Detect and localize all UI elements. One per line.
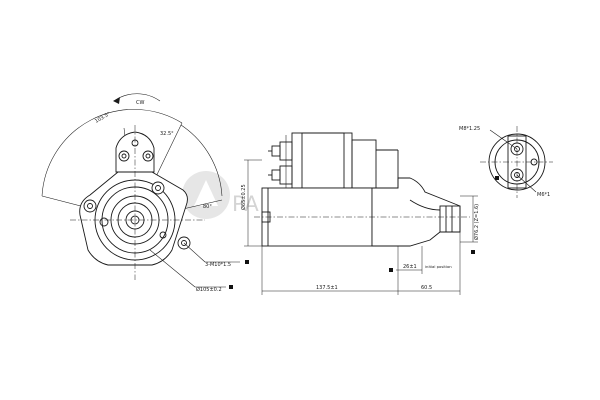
- pinion-offset-note: initial position: [425, 264, 452, 269]
- drive-housing: [371, 177, 461, 247]
- pinion-gear: [439, 205, 461, 233]
- inspect-marker: [471, 250, 475, 254]
- bolt-hole: [83, 199, 97, 213]
- inspect-marker: [495, 176, 499, 180]
- solenoid-body: [291, 132, 353, 189]
- bolt-hole: [151, 181, 165, 195]
- inspect-marker: [229, 285, 233, 289]
- side-view: Ø65±0.25 Ø76.2 (Z=1.6) 26±1 initial posi…: [240, 132, 480, 295]
- overall-length: 137.5±1: [316, 285, 338, 291]
- pinion-offset: 26±1: [403, 264, 417, 270]
- pinion-diameter: Ø76.2 (Z=1.6): [473, 204, 480, 240]
- solenoid-terminal: [268, 141, 293, 161]
- angle-upper-left: 103.5°: [94, 111, 112, 125]
- bottom-thread: M6*1: [537, 192, 550, 198]
- angle-arc-outer: [41, 109, 183, 197]
- angle-right: 80°: [203, 204, 212, 210]
- front-view: CW 103.5° 32.5° 80°: [41, 93, 249, 293]
- angle-arc-right: [180, 124, 223, 197]
- rotation-label: CW: [136, 100, 144, 106]
- bolt-callout: 3-M10*1.5: [205, 262, 231, 268]
- inspect-marker: [389, 268, 393, 272]
- inspect-marker: [245, 260, 249, 264]
- terminal-view: M8*1.25 M6*1: [459, 126, 553, 198]
- top-thread: M8*1.25: [459, 126, 480, 132]
- flange-diameter: Ø105±0.2: [196, 286, 222, 293]
- angle-upper-right: 32.5°: [160, 131, 174, 137]
- solenoid-terminal: [268, 165, 293, 185]
- nose-length: 60.5: [421, 285, 432, 291]
- body-diameter: Ø65±0.25: [240, 184, 247, 210]
